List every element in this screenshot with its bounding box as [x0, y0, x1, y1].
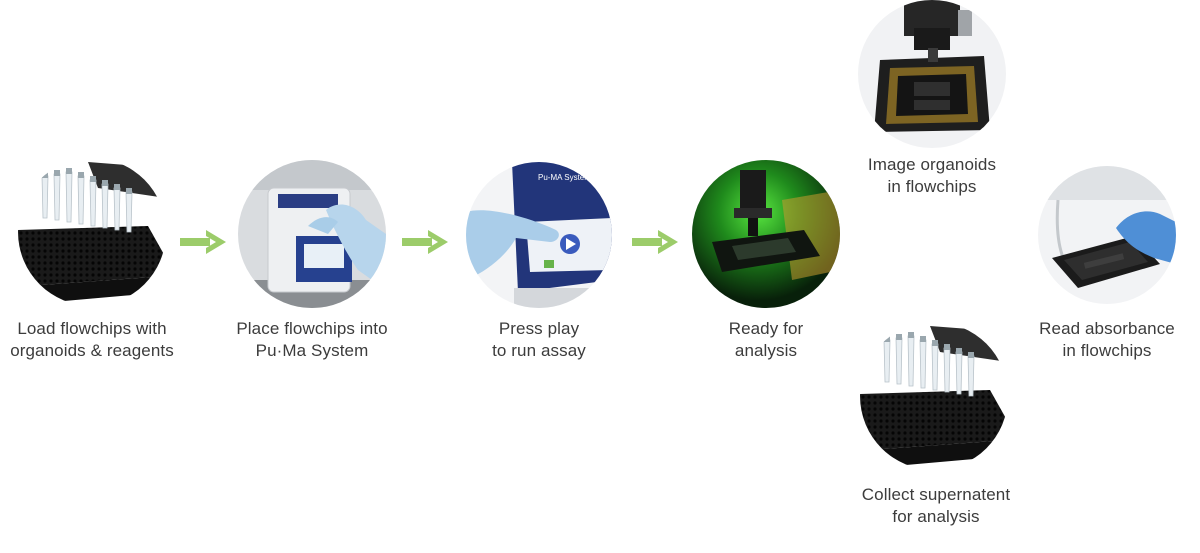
place-flowchips-caption: Place flowchips into Pu·Ma System — [236, 319, 388, 360]
read-absorbance-caption: Read absorbance in flowchips — [1039, 319, 1175, 360]
collect-supernatent-caption: Collect supernatent for analysis — [861, 485, 1011, 526]
right-arrow-icon — [180, 229, 226, 255]
read-absorbance-image — [1038, 166, 1176, 304]
load-flowchips-caption: Load flowchips with organoids & reagents — [10, 319, 174, 360]
press-play-caption: Press play to run assay — [492, 319, 586, 360]
screen-label: Pu-MA System — [538, 173, 591, 182]
press-play-image: Pu-MA System — [466, 162, 612, 308]
collect-supernatent-image — [860, 322, 1008, 470]
place-flowchips-image — [238, 160, 386, 308]
image-organoids-caption: Image organoids in flowchips — [867, 155, 997, 196]
right-arrow-icon — [402, 229, 448, 255]
load-flowchips-image — [18, 158, 166, 306]
image-organoids-image — [858, 0, 1006, 148]
ready-analysis-image — [692, 160, 840, 308]
play-icon — [566, 238, 576, 250]
ready-analysis-caption: Ready for analysis — [728, 319, 804, 360]
right-arrow-icon — [632, 229, 678, 255]
